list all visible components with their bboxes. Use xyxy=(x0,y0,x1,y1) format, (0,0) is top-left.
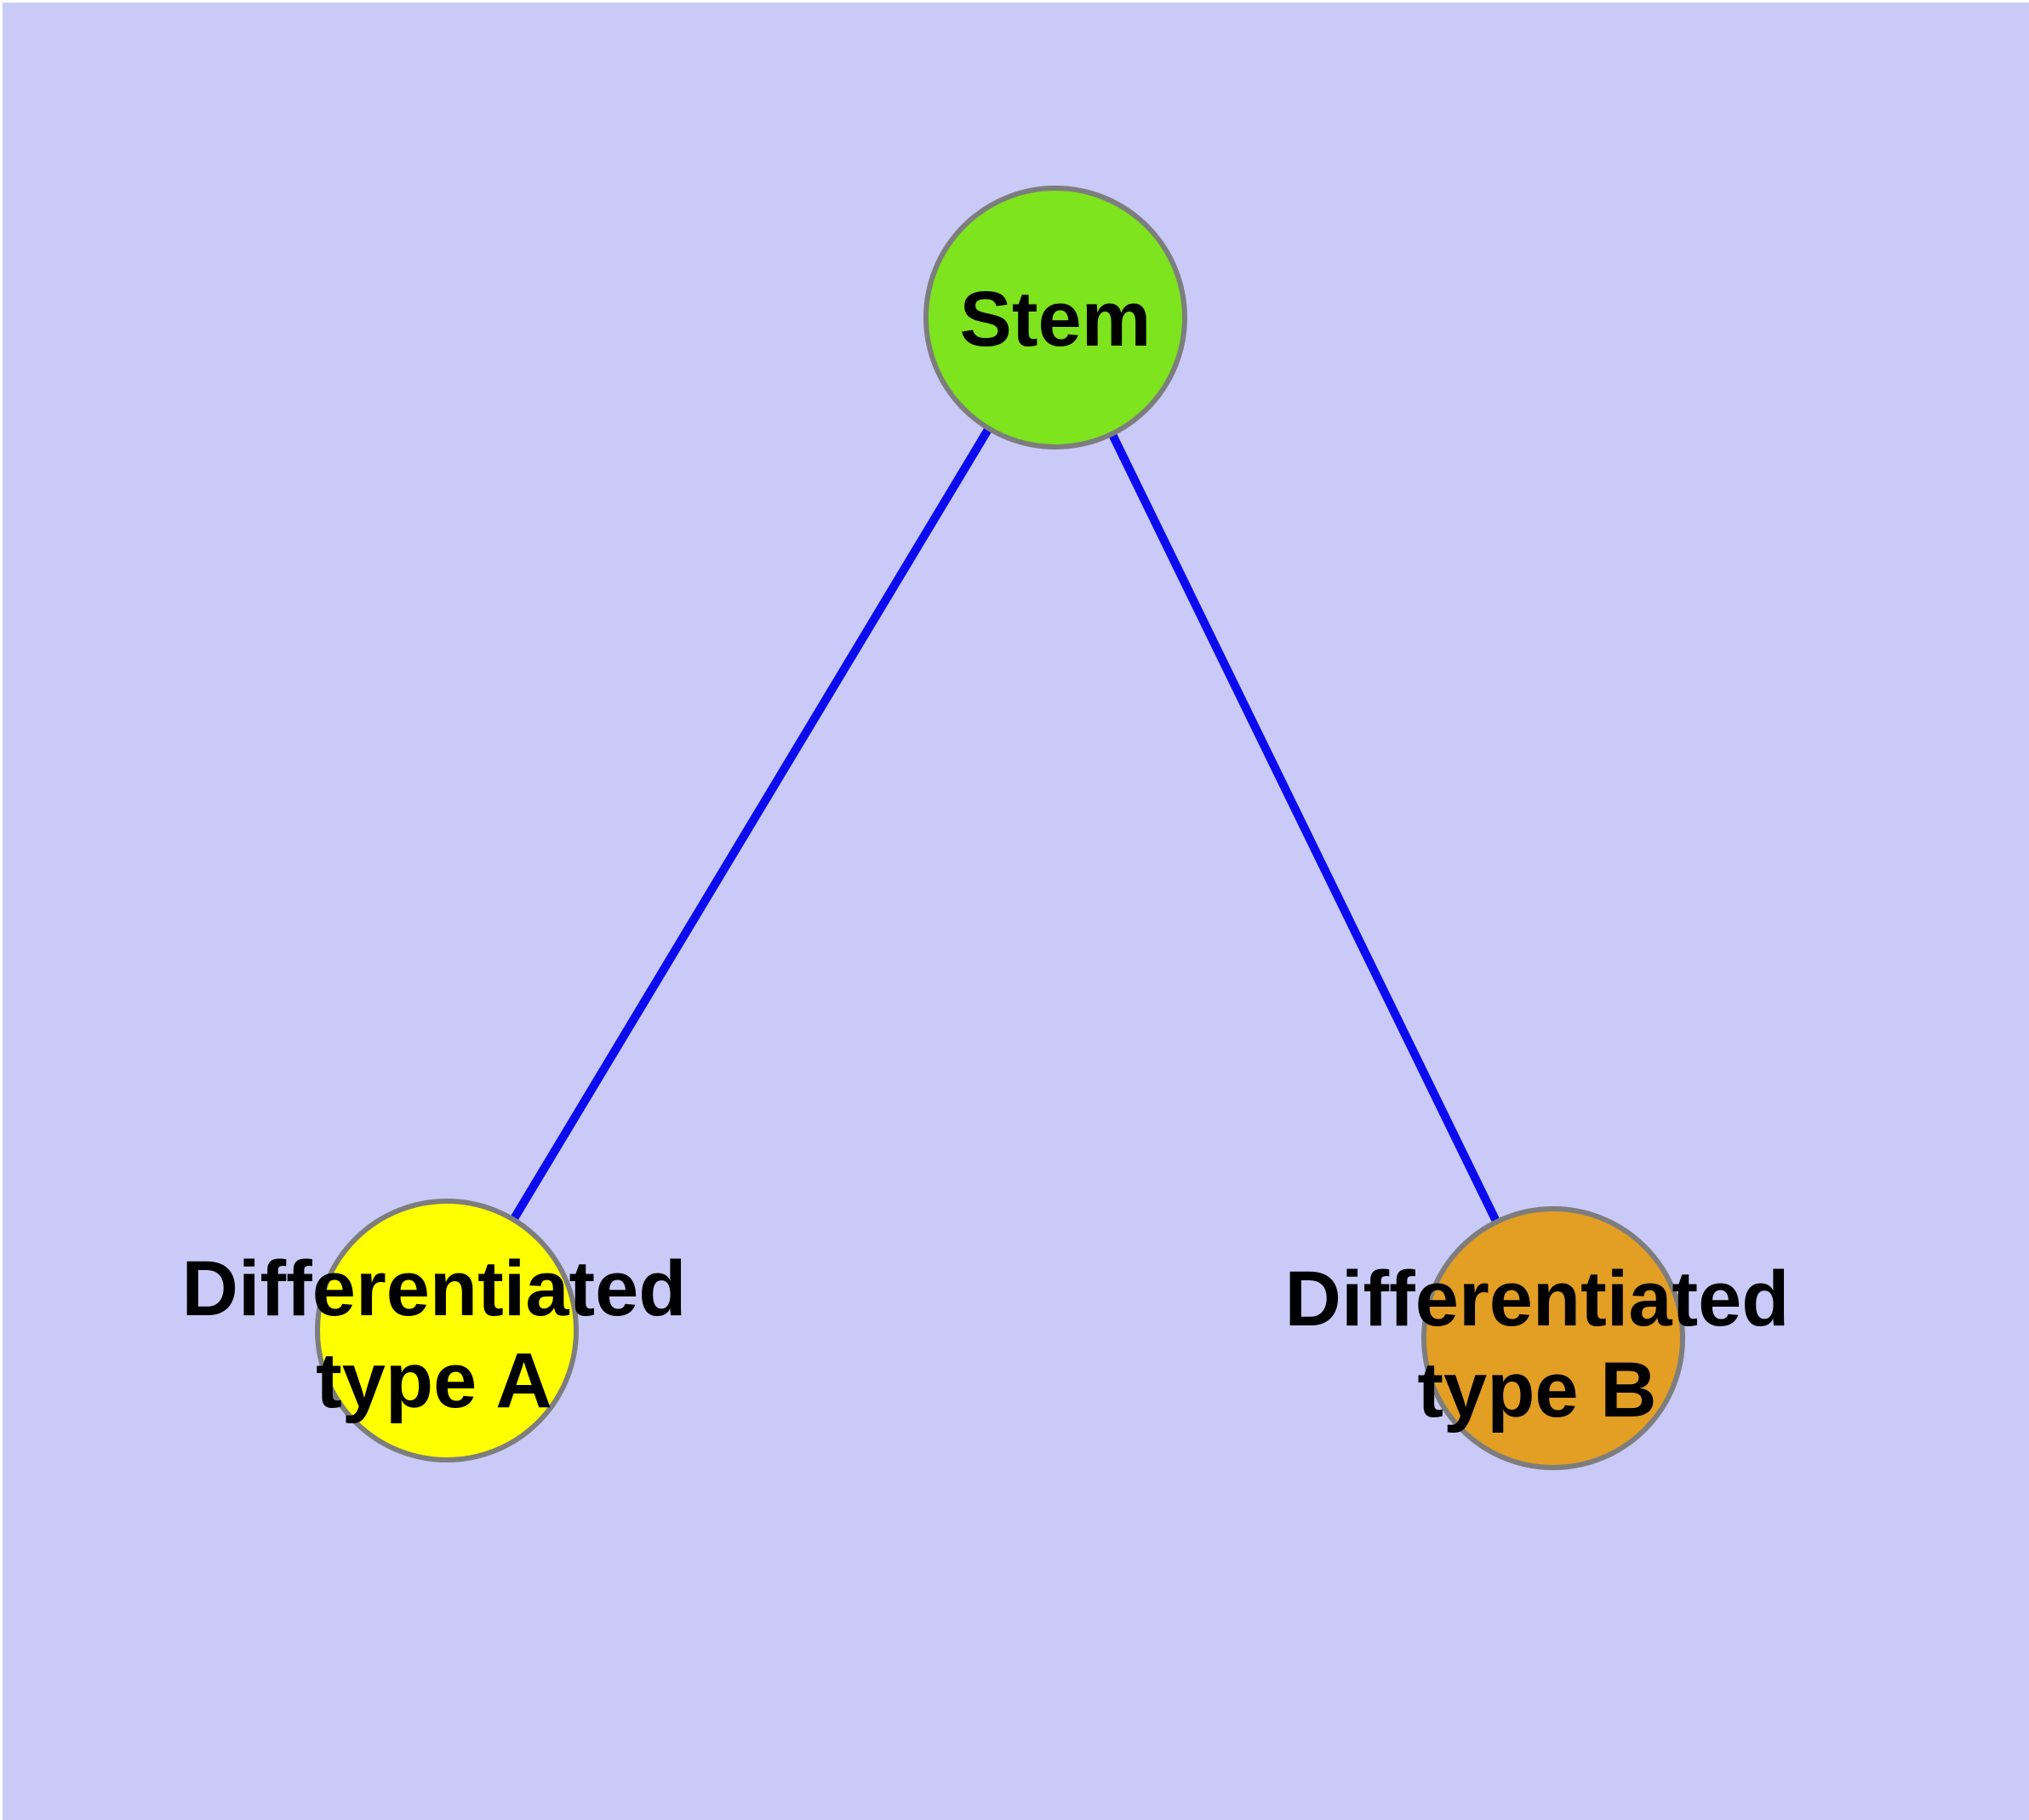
node-differentiated-type-b xyxy=(1421,1206,1685,1470)
node-type-b-label-line1: Differentiated xyxy=(1285,1256,1790,1342)
node-stem xyxy=(923,186,1187,449)
node-stem-label: Stem xyxy=(960,276,1152,363)
node-type-a-label-line2: type A xyxy=(316,1337,552,1424)
node-type-b-label-line2: type B xyxy=(1417,1347,1656,1434)
node-differentiated-type-a xyxy=(315,1199,579,1462)
edge-stem-to-type-b xyxy=(1051,315,1557,1341)
node-type-a-label-line1: Differentiated xyxy=(182,1245,687,1332)
edge-stem-to-type-a xyxy=(443,315,1060,1333)
